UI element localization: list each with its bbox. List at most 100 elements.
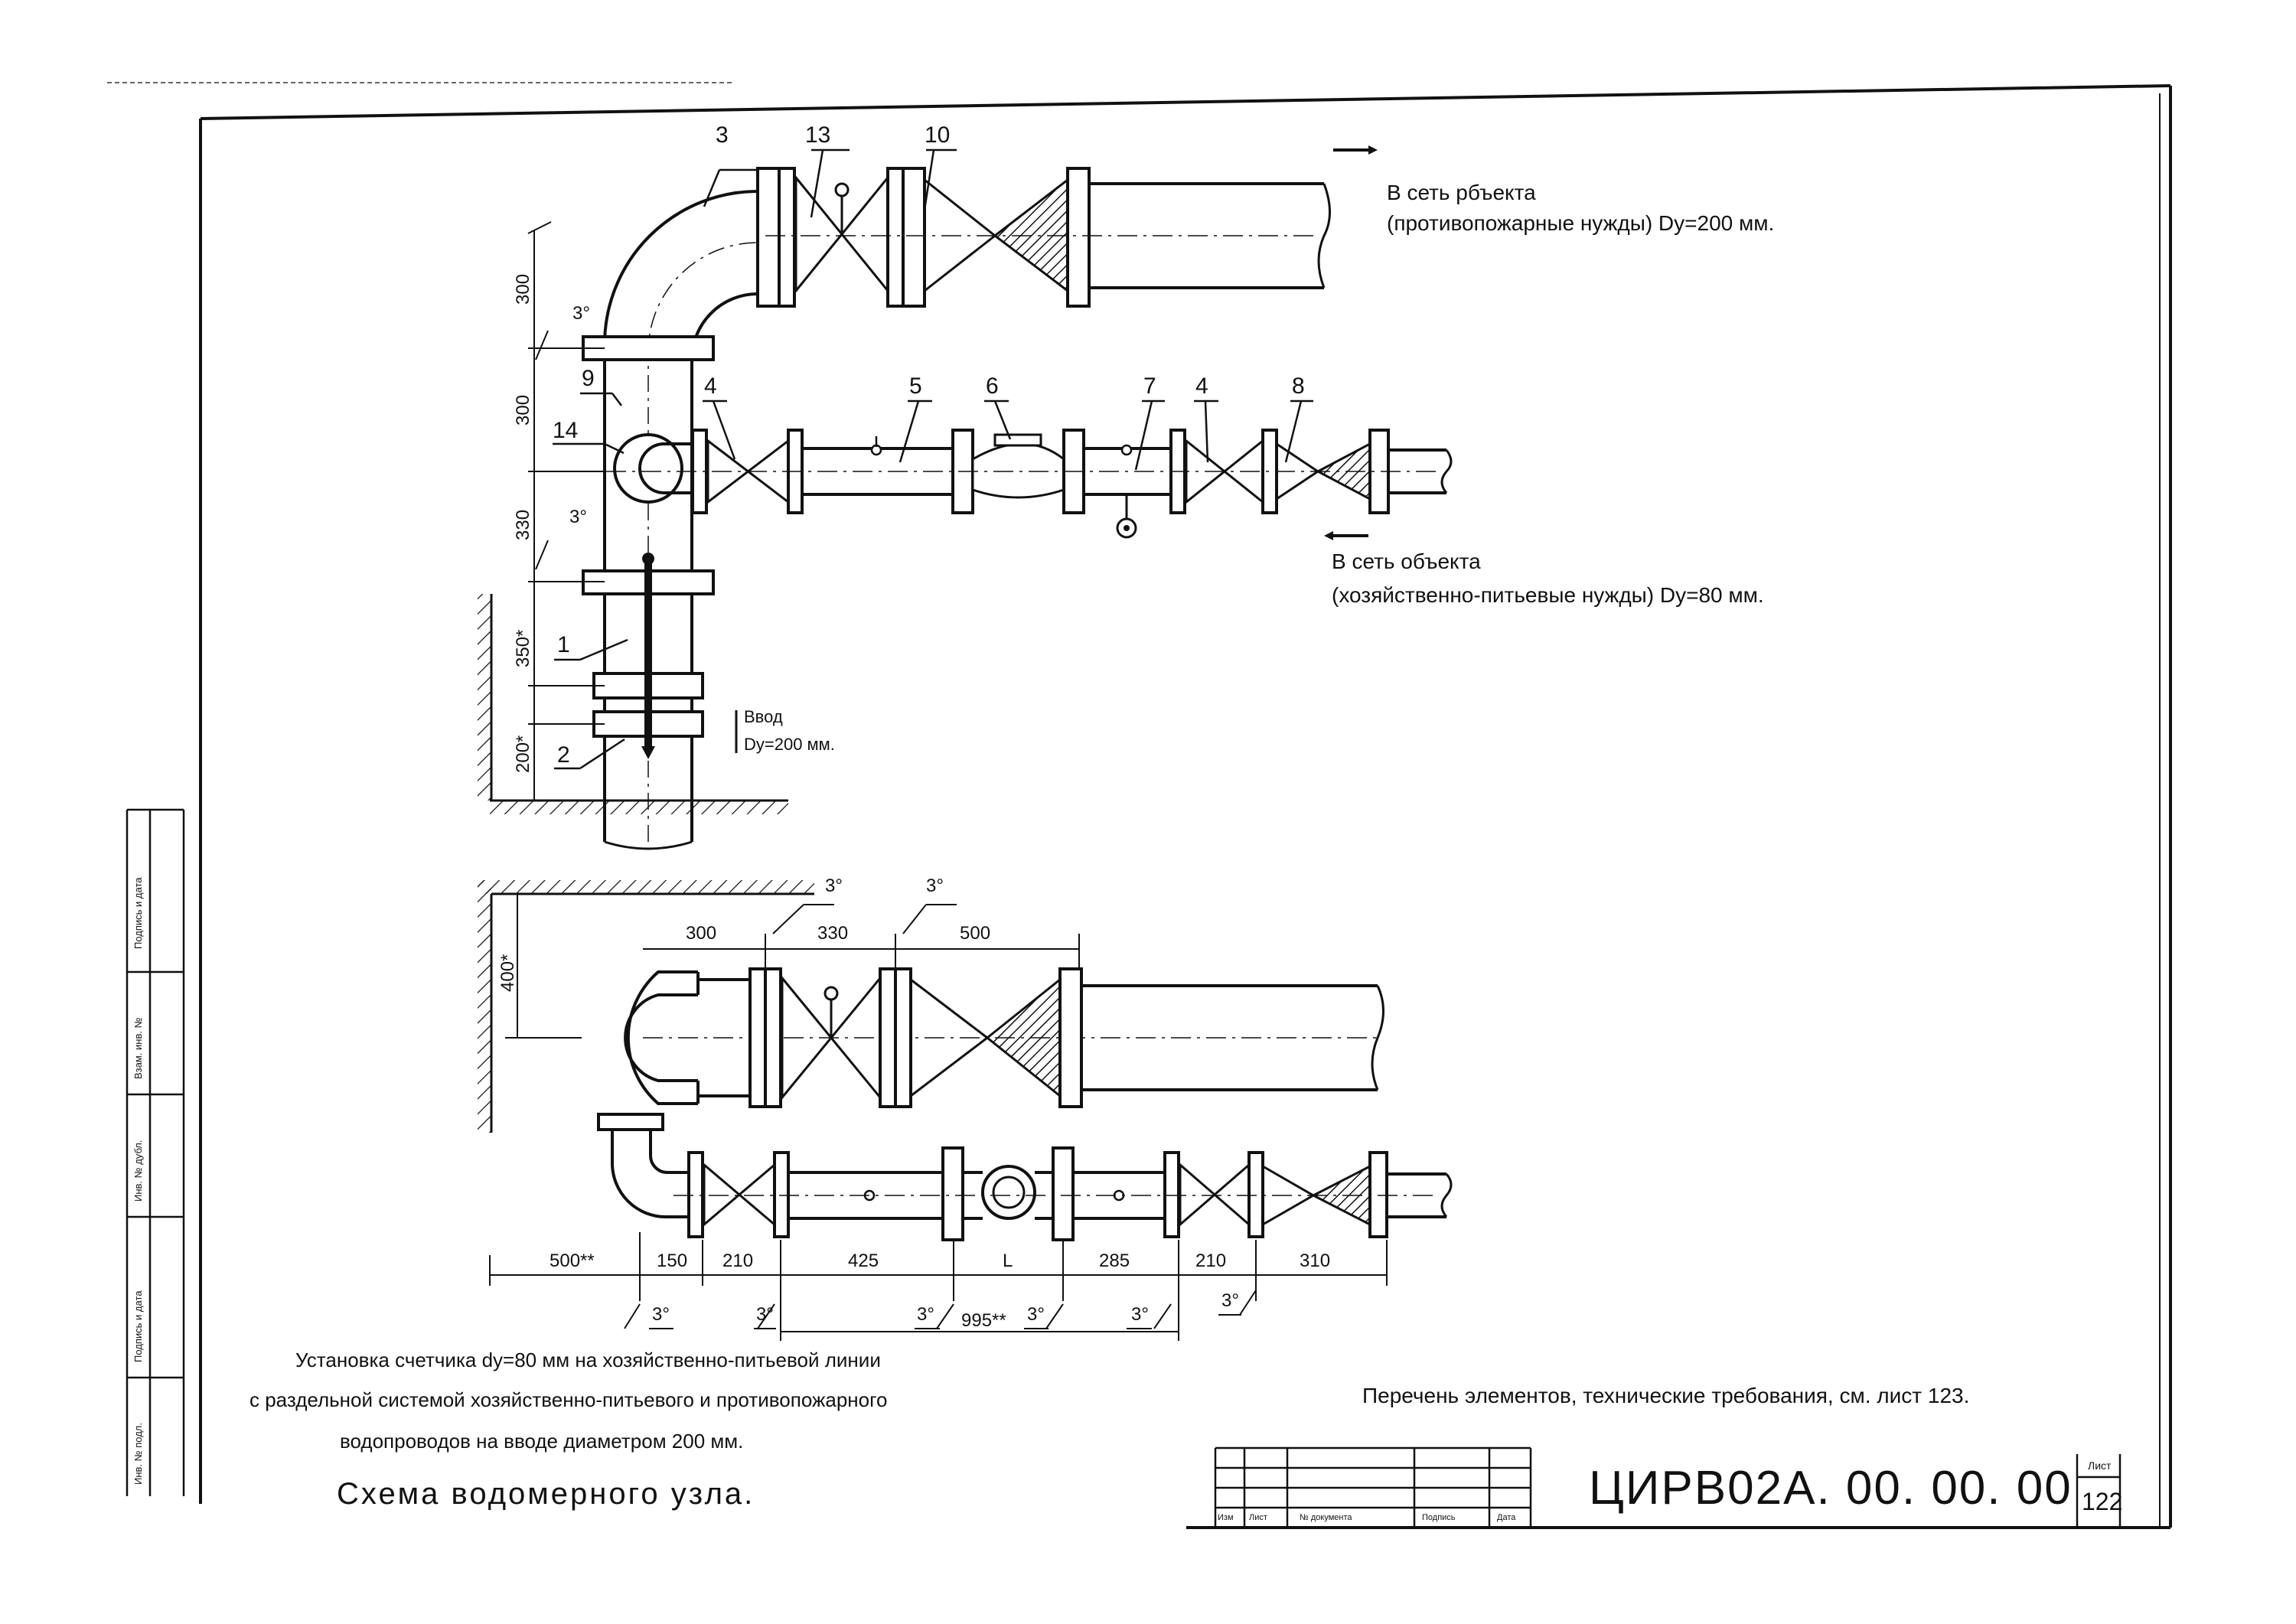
- lower-main-strainer: [985, 977, 1062, 1099]
- part-label-14: 14: [553, 418, 579, 443]
- dim-upper-300a: 300: [513, 273, 533, 305]
- inlet-title: Ввод: [744, 707, 783, 726]
- lower-branch-valve-a: [703, 1162, 776, 1228]
- document-code: ЦИРВ02А. 00. 00. 00: [1589, 1462, 2073, 1515]
- lower-wall-hatch-top: [478, 880, 814, 894]
- part-label-8: 8: [1292, 373, 1305, 399]
- drawing-frame: [199, 84, 2172, 1529]
- dim-bottom-210b: 210: [1195, 1251, 1227, 1271]
- caption-line-1: Установка счетчика dy=80 мм на хозяйстве…: [295, 1348, 881, 1371]
- dimension-lower: [489, 894, 1388, 1341]
- part-label-10: 10: [925, 122, 951, 148]
- lower-bend-inner: [624, 993, 698, 1082]
- wall-hatch: [478, 594, 491, 801]
- angle-bottom-5: 3°: [1131, 1304, 1149, 1325]
- main-flange-5: [1066, 167, 1091, 308]
- lower-tee-flange: [597, 1113, 664, 1131]
- main-flange-2: [778, 167, 796, 308]
- dim-bottom-210a: 210: [722, 1251, 754, 1271]
- angle-lower-1: 3°: [825, 876, 843, 896]
- sheet-number: 122: [2082, 1488, 2123, 1515]
- caption-line-2: с раздельной системой хозяйственно-питье…: [249, 1388, 888, 1411]
- caption-line-3: водопроводов на вводе диаметром 200 мм.: [340, 1430, 744, 1453]
- part-label-5: 5: [909, 373, 922, 399]
- leader-lines-upper: [553, 148, 1313, 770]
- dim-bottom-150: 150: [657, 1251, 688, 1271]
- dim-upper-200: 200*: [513, 735, 533, 773]
- part-label-3: 3: [716, 122, 729, 148]
- dim-bottom-310: 310: [1300, 1251, 1331, 1271]
- part-label-7: 7: [1143, 373, 1156, 399]
- angle-lower-2: 3°: [926, 876, 944, 896]
- lower-wall-hatch-left: [478, 880, 491, 1133]
- part-label-6: 6: [986, 373, 999, 399]
- inlet-subtitle: Dy=200 мм.: [744, 735, 835, 754]
- dimension-upper-left: [527, 221, 605, 801]
- part-label-9: 9: [582, 366, 595, 391]
- lower-branch-flange-a: [687, 1151, 704, 1238]
- lower-branch-flange-e: [1368, 1151, 1388, 1238]
- reference-note: Перечень элементов, технические требован…: [1362, 1384, 1970, 1407]
- main-flange-3: [886, 167, 905, 308]
- side-stamp-2: Взам. инв. №: [132, 1017, 144, 1079]
- part-label-4a: 4: [704, 373, 717, 399]
- dim-top-500: 500: [960, 923, 991, 944]
- branch-flange-d: [1261, 429, 1278, 514]
- dim-bottom-425: 425: [848, 1251, 879, 1271]
- caption-title: Схема водомерного узла.: [337, 1477, 755, 1511]
- angle-bottom-6: 3°: [1221, 1290, 1239, 1311]
- riser-pipe: [603, 190, 759, 842]
- lower-main-flange-4: [894, 967, 912, 1108]
- lower-branch-flange-b: [773, 1151, 790, 1238]
- lower-main-flange-3: [879, 967, 897, 1108]
- dim-upper-330: 330: [513, 509, 533, 540]
- riser-centerline: [647, 242, 758, 842]
- water-meter: [971, 442, 1065, 499]
- lower-branch-flange-d: [1247, 1151, 1264, 1238]
- side-stamp-1: Подпись и дата: [132, 877, 144, 949]
- side-stamp-4: Подпись и дата: [132, 1290, 144, 1362]
- lower-main-flange-2: [764, 967, 782, 1108]
- lower-main-flange-1: [748, 967, 767, 1108]
- lower-branch-flange-c: [1163, 1151, 1180, 1238]
- col-izm: Изм: [1218, 1513, 1234, 1522]
- side-stamp-3: Инв. № дубл.: [132, 1140, 144, 1202]
- col-sign: Подпись: [1422, 1513, 1456, 1522]
- angle-upper-2: 3°: [569, 507, 587, 527]
- dim-upper-350: 350*: [513, 629, 533, 667]
- dim-top-330: 330: [817, 923, 849, 944]
- lower-meter-flange-b: [1052, 1146, 1075, 1241]
- dim-bottom-L: L: [1003, 1251, 1013, 1271]
- lower-bend-outer: [626, 970, 698, 1105]
- part-label-2: 2: [557, 742, 570, 768]
- lower-branch-valve-b: [1179, 1162, 1251, 1228]
- angle-bottom-1: 3°: [652, 1304, 670, 1325]
- col-date: Дата: [1497, 1513, 1516, 1522]
- floor-hatch: [490, 801, 788, 814]
- dim-upper-300b: 300: [513, 394, 533, 426]
- tee-bend-outer: [613, 433, 683, 504]
- side-stamp-5: Инв. № подл.: [132, 1423, 144, 1485]
- main-flange-4: [902, 167, 926, 308]
- part-label-1: 1: [557, 632, 570, 657]
- main-flange-1: [756, 167, 781, 308]
- lower-main-flange-5: [1058, 967, 1083, 1108]
- part-label-4b: 4: [1195, 373, 1208, 399]
- dim-top-300: 300: [686, 923, 717, 944]
- dim-lower-400: 400*: [497, 954, 518, 992]
- fire-network-title: В сеть рбъекта: [1387, 181, 1536, 204]
- angle-bottom-2: 3°: [756, 1304, 774, 1325]
- title-block: [1214, 1446, 2122, 1528]
- dim-bottom-285: 285: [1099, 1251, 1130, 1271]
- col-doc: № документа: [1300, 1513, 1352, 1522]
- dim-bottom-995: 995**: [961, 1310, 1006, 1331]
- sheet-label: Лист: [2088, 1459, 2112, 1472]
- household-network-subtitle: (хозяйственно-питьевые нужды) Dy=80 мм.: [1332, 583, 1764, 607]
- angle-bottom-3: 3°: [917, 1304, 934, 1325]
- angle-upper-1: 3°: [572, 303, 590, 324]
- part-label-13: 13: [805, 122, 831, 148]
- col-list: Лист: [1249, 1513, 1267, 1522]
- lower-meter-flange-a: [941, 1146, 964, 1241]
- fire-network-subtitle: (противопожарные нужды) Dy=200 мм.: [1387, 211, 1775, 235]
